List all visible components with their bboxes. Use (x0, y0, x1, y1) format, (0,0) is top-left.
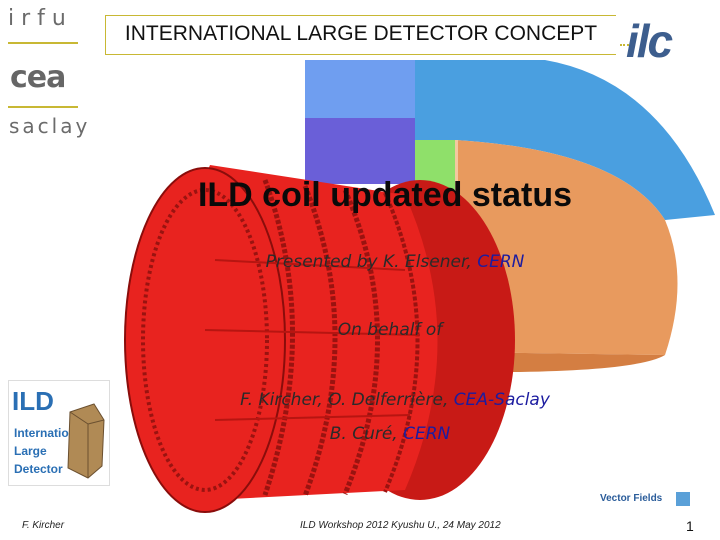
ild-detector-icon (67, 403, 105, 479)
coil-front-inner (141, 188, 269, 492)
coil-ring-3 (342, 188, 380, 495)
ild-logo-short: ILD (12, 386, 54, 416)
irfu-logo: irfu (8, 6, 73, 31)
logo-divider-2 (8, 106, 78, 108)
ild-logo-line-3: Detector (14, 462, 63, 476)
authors-line-1-org: CEA-Saclay (453, 390, 550, 410)
page-number: 1 (686, 518, 694, 534)
field-block-blue-upper (415, 60, 455, 140)
presenter-line: Presented by K. Elsener, CERN (200, 252, 590, 272)
vector-fields-mark (676, 492, 690, 506)
coil-front-face (124, 167, 286, 513)
presenter-org: CERN (477, 252, 525, 272)
header-dots (620, 44, 632, 46)
coil-stripe-2 (204, 329, 421, 336)
slide-title: ILD coil updated status (197, 176, 573, 214)
vector-fields-logo: Vector Fields (600, 493, 663, 504)
cea-logo: cea (10, 60, 66, 95)
coil-ring-1 (262, 179, 295, 496)
ilc-logo: ilc (626, 15, 673, 67)
ild-logo-line-1: International (14, 426, 87, 440)
coil-ring-2 (302, 185, 338, 497)
behalf-line: On behalf of (337, 320, 443, 340)
yoke-blue-arc (455, 60, 715, 220)
authors-line-2-org: CERN (403, 424, 451, 444)
field-block-blue-top (305, 60, 415, 118)
authors-line-2: B. Curé, CERN (290, 424, 490, 444)
field-block-violet (305, 118, 415, 184)
authors-line-1-prefix: F. Kircher, O. Delferrière, (240, 390, 454, 410)
coil-stripe-1 (214, 259, 406, 271)
authors-line-2-prefix: B. Curé, (329, 424, 404, 444)
coil-stripe-3 (214, 414, 411, 421)
logo-divider-1 (8, 42, 78, 44)
footer-author: F. Kircher (22, 520, 65, 531)
header-title: INTERNATIONAL LARGE DETECTOR CONCEPT (105, 15, 616, 55)
footer-event: ILD Workshop 2012 Kyushu U., 24 May 2012 (300, 520, 501, 531)
saclay-logo: saclay (9, 114, 91, 138)
presenter-prefix: Presented by K. Elsener, (265, 252, 478, 272)
coil-ring-4 (383, 192, 420, 493)
authors-line-1: F. Kircher, O. Delferrière, CEA-Saclay (190, 390, 600, 410)
ild-logo-line-2: Large (14, 444, 47, 458)
